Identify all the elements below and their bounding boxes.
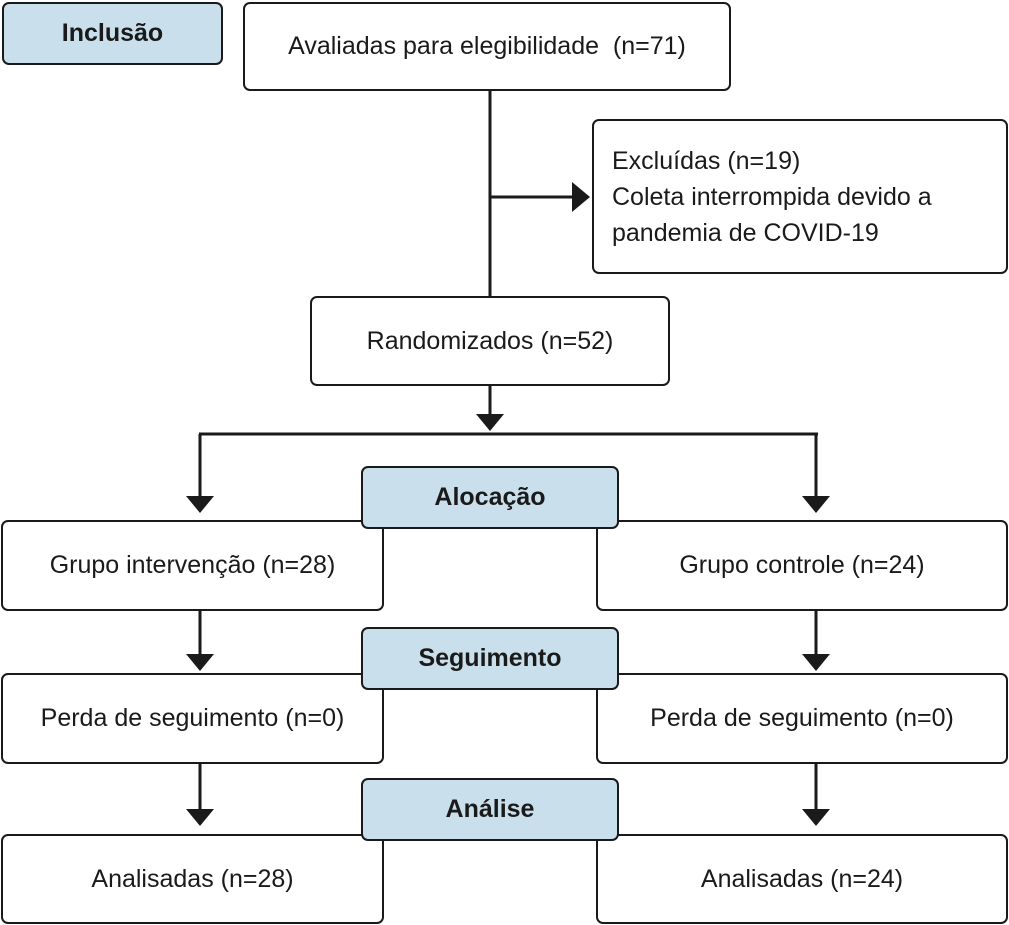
intervention-analyzed-box: Analisadas (n=28) [1, 834, 384, 924]
stage-label-followup-text: Seguimento [418, 644, 562, 672]
arrowhead-left-analysis [186, 809, 214, 826]
intervention-group-text: Grupo intervenção (n=28) [49, 551, 336, 579]
excluded-reason-line1: Coleta interrompida devido a [612, 182, 932, 211]
assessed-box: Avaliadas para elegibilidade (n=71) [243, 2, 731, 91]
intervention-followup-box: Perda de seguimento (n=0) [1, 673, 384, 764]
arrowhead-randomized [476, 414, 504, 431]
control-followup-text: Perda de seguimento (n=0) [650, 704, 954, 732]
control-group-text: Grupo controle (n=24) [679, 551, 925, 579]
excluded-title: Excluídas (n=19) [612, 146, 801, 175]
intervention-followup-text: Perda de seguimento (n=0) [40, 704, 345, 732]
control-analyzed-text: Analisadas (n=24) [700, 864, 904, 893]
arrowhead-right-allocation [802, 496, 830, 513]
randomized-box: Randomizados (n=52) [310, 296, 670, 386]
intervention-group-box: Grupo intervenção (n=28) [1, 520, 384, 611]
control-analyzed-box: Analisadas (n=24) [596, 834, 1008, 924]
arrowhead-right-followup [802, 654, 830, 671]
excluded-reason-line2: pandemia de COVID-19 [612, 218, 879, 247]
stage-label-followup: Seguimento [361, 627, 619, 690]
randomized-text: Randomizados (n=52) [366, 326, 614, 355]
control-group-box: Grupo controle (n=24) [596, 520, 1008, 611]
stage-label-analysis: Análise [361, 778, 619, 841]
stage-label-analysis-text: Análise [445, 795, 535, 823]
stage-label-allocation: Alocação [361, 466, 619, 529]
stage-label-allocation-text: Alocação [434, 483, 546, 511]
stage-label-inclusion-text: Inclusão [61, 19, 164, 47]
control-followup-box: Perda de seguimento (n=0) [596, 673, 1008, 764]
arrowhead-right-analysis [802, 809, 830, 826]
assessed-text: Avaliadas para elegibilidade (n=71) [288, 32, 686, 60]
arrowhead-left-allocation [186, 496, 214, 513]
excluded-box: Excluídas (n=19) Coleta interrompida dev… [592, 119, 1008, 274]
arrowhead-excluded [572, 182, 590, 212]
intervention-analyzed-text: Analisadas (n=28) [91, 864, 294, 893]
arrowhead-left-followup [186, 654, 214, 671]
stage-label-inclusion: Inclusão [2, 2, 223, 65]
